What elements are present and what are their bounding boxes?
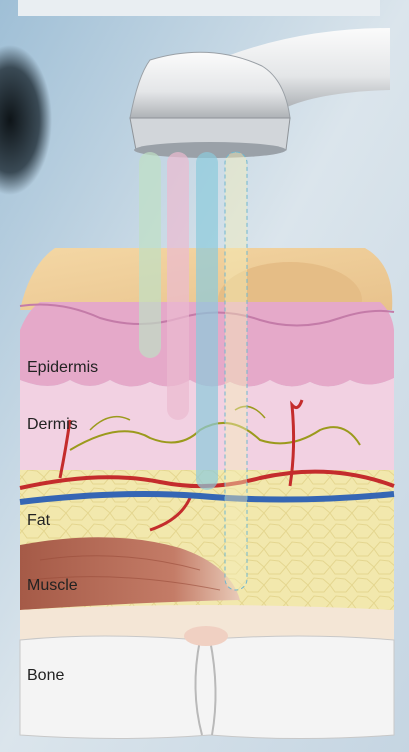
top-strip [18,0,380,16]
label-epidermis: Epidermis [27,359,98,377]
light-beam-4 [225,152,247,590]
label-fat: Fat [27,512,50,530]
bone-layer [20,636,394,739]
light-beam-2 [167,152,189,420]
light-beam-1 [139,152,161,358]
light-beam-3 [196,152,218,490]
label-dermis: Dermis [27,416,78,434]
label-bone: Bone [27,667,64,685]
label-muscle: Muscle [27,577,78,595]
